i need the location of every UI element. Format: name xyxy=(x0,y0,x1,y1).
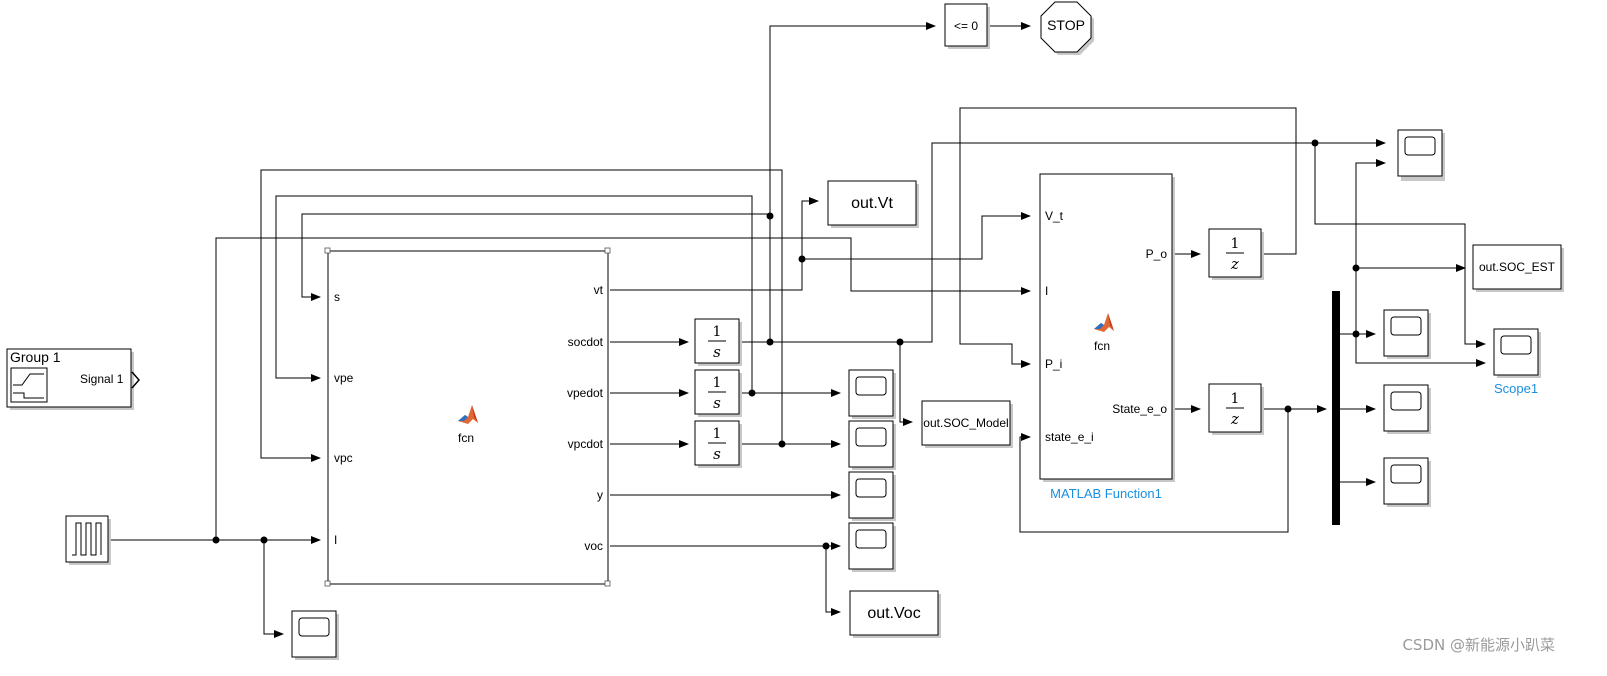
integrator-block-vpc[interactable]: 1 s xyxy=(694,420,742,468)
signal-builder-group-label: Group 1 xyxy=(10,349,61,365)
demux-block[interactable] xyxy=(1332,291,1340,525)
port-out-socdot: socdot xyxy=(568,335,604,349)
signal-builder-signal-label: Signal 1 xyxy=(80,372,124,386)
port-out-y: y xyxy=(597,488,603,502)
integrator-denominator: s xyxy=(713,343,721,361)
to-workspace-out-voc[interactable]: out.Voc xyxy=(849,590,941,638)
port-in-vpe: vpe xyxy=(334,371,354,385)
signal-builder-icon xyxy=(10,367,48,403)
unit-delay-numerator: 1 xyxy=(1231,391,1240,407)
scope-p[interactable] xyxy=(1397,129,1445,181)
matlab-function1-label[interactable]: MATLAB Function1 xyxy=(1050,486,1162,501)
scope-state-3[interactable] xyxy=(1383,457,1431,507)
compare-label: <= 0 xyxy=(954,19,978,33)
matlab-function-block-ekf[interactable]: fcn V_t I P_i state_e_i P_o State_e_o MA… xyxy=(1039,173,1175,501)
scope-vpedot[interactable] xyxy=(848,369,896,419)
port-out-State_e_o: State_e_o xyxy=(1112,402,1167,416)
scope-current[interactable] xyxy=(291,610,339,660)
matlab-function-block-main[interactable]: fcn s vpe vpc I vt socdot vpedot vpcdot … xyxy=(324,247,611,587)
port-out-vt: vt xyxy=(594,283,604,297)
port-in-state_e_i: state_e_i xyxy=(1045,430,1094,444)
port-in-V_t: V_t xyxy=(1045,209,1064,223)
fcn-main-name: fcn xyxy=(458,431,474,445)
scope1-label[interactable]: Scope1 xyxy=(1494,381,1538,396)
scope-voc[interactable] xyxy=(848,522,896,572)
watermark: CSDN @新能源小趴菜 xyxy=(1402,636,1555,654)
pulse-generator-block[interactable] xyxy=(65,515,111,565)
port-in-P_i: P_i xyxy=(1045,357,1062,371)
out-soc-model-label: out.SOC_Model xyxy=(923,416,1008,430)
scope-vpcdot[interactable] xyxy=(848,420,896,470)
signal-lines xyxy=(110,22,1486,638)
to-workspace-out-soc-model[interactable]: out.SOC_Model xyxy=(921,400,1013,448)
integrator-denominator: s xyxy=(713,445,721,463)
integrator-denominator: s xyxy=(713,394,721,412)
out-vt-label: out.Vt xyxy=(851,195,893,212)
port-out-voc: voc xyxy=(584,539,603,553)
out-voc-label: out.Voc xyxy=(867,605,920,622)
integrator-block-vpe[interactable]: 1 s xyxy=(694,369,742,417)
out-soc-est-label: out.SOC_EST xyxy=(1479,260,1556,274)
port-in-I: I xyxy=(334,533,337,547)
to-workspace-out-vt[interactable]: out.Vt xyxy=(827,180,919,228)
port-in-vpc: vpc xyxy=(334,451,353,465)
integrator-block-soc[interactable]: 1 s xyxy=(694,318,742,366)
to-workspace-out-soc-est[interactable]: out.SOC_EST xyxy=(1472,244,1564,292)
unit-delay-block-p[interactable]: 1 z xyxy=(1208,228,1264,280)
integrator-numerator: 1 xyxy=(713,324,722,340)
signal-builder-block[interactable]: Group 1 Signal 1 xyxy=(6,348,140,410)
stop-label: STOP xyxy=(1047,17,1085,33)
compare-to-zero-block[interactable]: <= 0 xyxy=(944,3,990,49)
scope-state-1[interactable] xyxy=(1383,309,1431,359)
port-in-I-ekf: I xyxy=(1045,284,1048,298)
unit-delay-numerator: 1 xyxy=(1231,236,1240,252)
integrator-numerator: 1 xyxy=(713,375,722,391)
port-out-P_o: P_o xyxy=(1146,247,1168,261)
scope-y[interactable] xyxy=(848,471,896,521)
stop-block[interactable]: STOP xyxy=(1040,1,1094,55)
unit-delay-denominator: z xyxy=(1230,255,1239,273)
pulse-wave-icon xyxy=(72,522,102,556)
unit-delay-block-state[interactable]: 1 z xyxy=(1208,383,1264,435)
fcn-ekf-name: fcn xyxy=(1094,339,1110,353)
port-in-s: s xyxy=(334,290,340,304)
unit-delay-denominator: z xyxy=(1230,410,1239,428)
integrator-numerator: 1 xyxy=(713,426,722,442)
junction-dots xyxy=(212,139,1360,550)
scope1-block[interactable]: Scope1 xyxy=(1493,328,1541,396)
port-out-vpedot: vpedot xyxy=(567,386,604,400)
scope-state-2[interactable] xyxy=(1383,384,1431,434)
port-out-vpcdot: vpcdot xyxy=(568,437,604,451)
